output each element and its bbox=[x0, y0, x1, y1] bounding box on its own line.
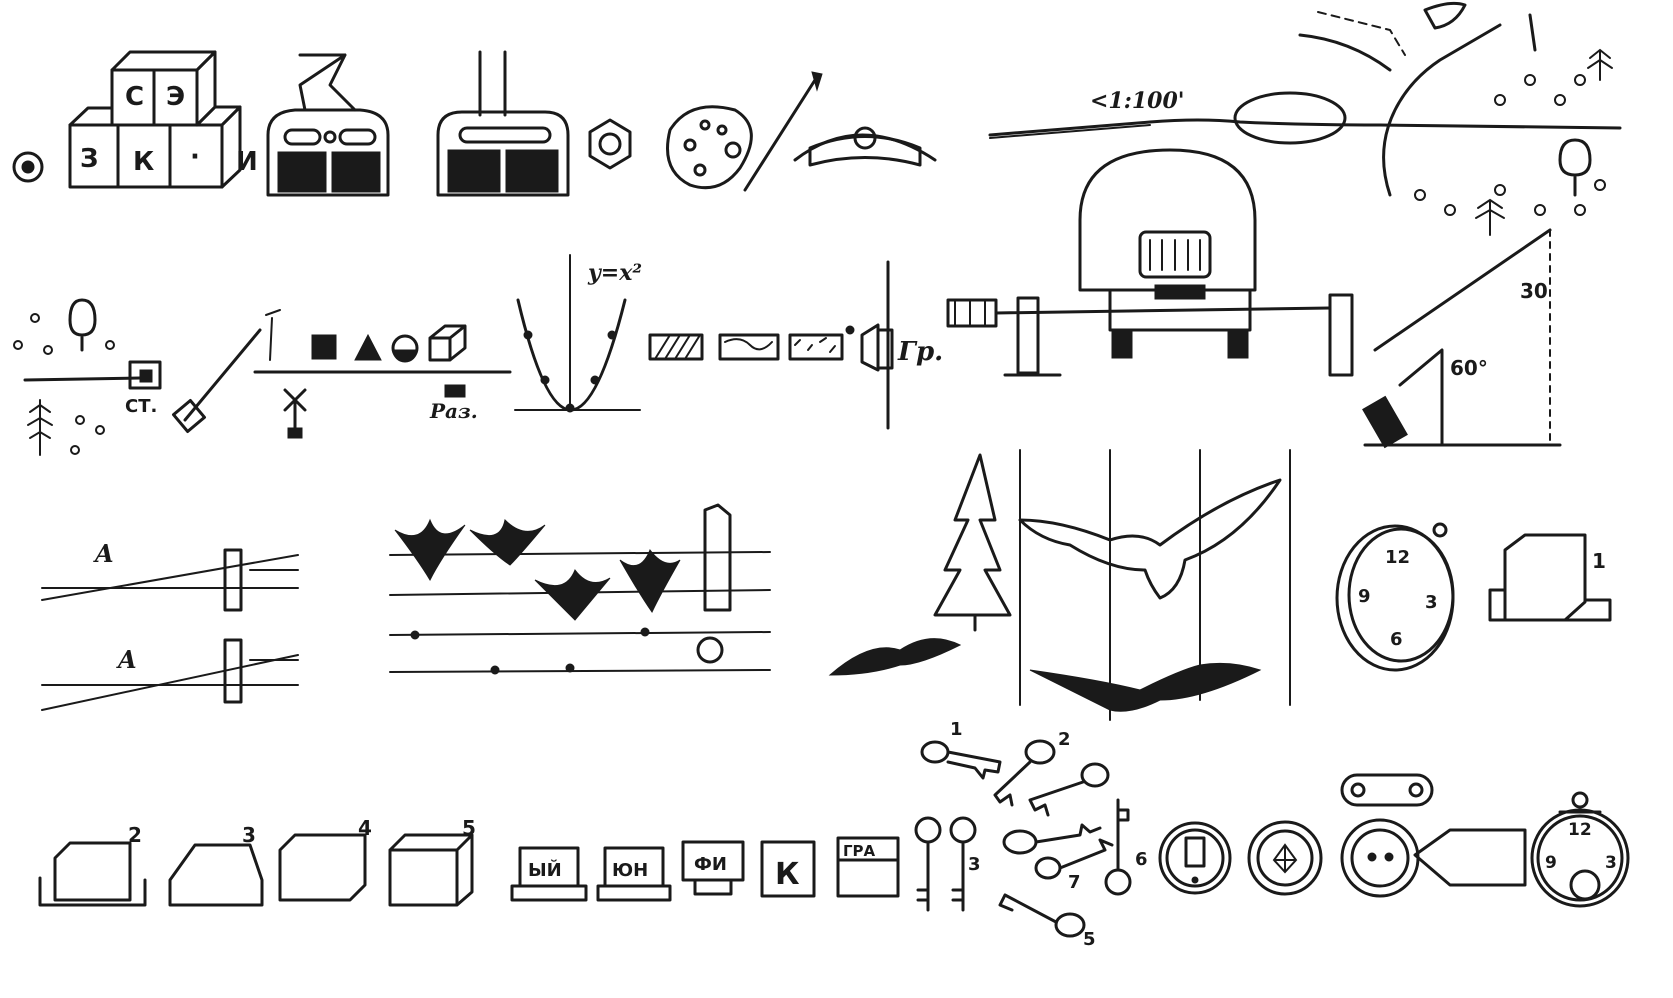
cube-letter-z: З bbox=[80, 144, 98, 174]
river-map: <1:100' bbox=[988, 1, 1622, 236]
tram-icon bbox=[266, 53, 390, 197]
syllable-5: ГРА bbox=[843, 842, 876, 860]
syllable-blocks: ЫЙ ЮН ФИ К ГРА bbox=[510, 836, 900, 902]
junction-label: Раз. bbox=[429, 399, 478, 423]
hatch-swatches bbox=[648, 325, 855, 361]
solid-1: 1 bbox=[1488, 533, 1612, 622]
round-items bbox=[1158, 773, 1527, 898]
perspective-lines: A A bbox=[41, 539, 299, 711]
solid-5: 5 bbox=[388, 816, 476, 907]
parabola-graph: y=x² bbox=[514, 254, 642, 413]
angle-60-label: 60° bbox=[1450, 356, 1488, 380]
key-5-number: 5 bbox=[1083, 929, 1096, 950]
key-1-number: 1 bbox=[950, 719, 963, 740]
solid-4: 4 bbox=[278, 816, 372, 902]
watch-12: 12 bbox=[1385, 547, 1410, 568]
alarm-clock: 12 9 3 bbox=[1530, 791, 1630, 908]
rail-signs: Раз. bbox=[253, 309, 512, 439]
cube-letter-e: Э bbox=[166, 82, 185, 112]
alarm-12: 12 bbox=[1568, 820, 1592, 840]
key-7-number: 7 bbox=[1068, 872, 1081, 893]
solid-3: 3 bbox=[168, 823, 264, 907]
station-map: СТ. bbox=[13, 298, 262, 456]
perspective-a-bottom: A bbox=[116, 645, 137, 674]
pocket-watch: 12 9 3 6 bbox=[1335, 522, 1455, 672]
key-2-number: 2 bbox=[1058, 729, 1071, 750]
map-scale-label: <1:100' bbox=[1090, 88, 1185, 114]
keys: 1 2 3 7 6 5 bbox=[914, 719, 1148, 950]
trolleybus-icon bbox=[436, 50, 570, 197]
cube-letter-s: С bbox=[125, 82, 144, 112]
graph-formula: y=x² bbox=[587, 260, 642, 286]
syllable-1: ЫЙ bbox=[528, 859, 562, 881]
watch-3: 3 bbox=[1425, 592, 1438, 613]
cube-dot: · bbox=[190, 142, 200, 172]
solid-5-number: 5 bbox=[462, 816, 476, 840]
border-label: Гр. bbox=[897, 337, 943, 367]
watch-9: 9 bbox=[1358, 586, 1371, 607]
station-label: СТ. bbox=[125, 396, 157, 417]
perspective-a-top: A bbox=[93, 539, 114, 568]
palette-brush-icon bbox=[666, 71, 823, 192]
tree-dove bbox=[828, 449, 1291, 721]
letter-cubes: С Э З К · И bbox=[68, 50, 258, 189]
border-post: Гр. bbox=[860, 260, 943, 430]
solid-4-number: 4 bbox=[358, 816, 372, 840]
truck-barrier bbox=[946, 148, 1354, 377]
slope-angles: 30 60° bbox=[1362, 228, 1562, 449]
target-dot-icon bbox=[12, 151, 44, 183]
watch-6: 6 bbox=[1390, 629, 1403, 650]
solid-3-number: 3 bbox=[242, 823, 256, 847]
solid-1-number: 1 bbox=[1592, 549, 1606, 573]
cube-letter-k: К bbox=[133, 147, 154, 177]
key-3-number: 3 bbox=[968, 854, 981, 875]
solid-2: 2 bbox=[38, 823, 147, 907]
cube-letter-i: И bbox=[236, 147, 258, 177]
alarm-3: 3 bbox=[1605, 853, 1617, 873]
syllable-2: ЮН bbox=[612, 860, 648, 881]
key-6-number: 6 bbox=[1135, 849, 1148, 870]
eye-lens-icon bbox=[793, 126, 937, 167]
birds-wires bbox=[389, 503, 771, 675]
map-symbols bbox=[1414, 48, 1613, 236]
angle-30-label: 30 bbox=[1520, 279, 1548, 303]
syllable-4: К bbox=[775, 857, 800, 892]
syllable-3: ФИ bbox=[694, 854, 727, 875]
solid-2-number: 2 bbox=[128, 823, 142, 847]
alarm-9: 9 bbox=[1545, 853, 1557, 873]
hex-nut-icon bbox=[588, 118, 632, 170]
